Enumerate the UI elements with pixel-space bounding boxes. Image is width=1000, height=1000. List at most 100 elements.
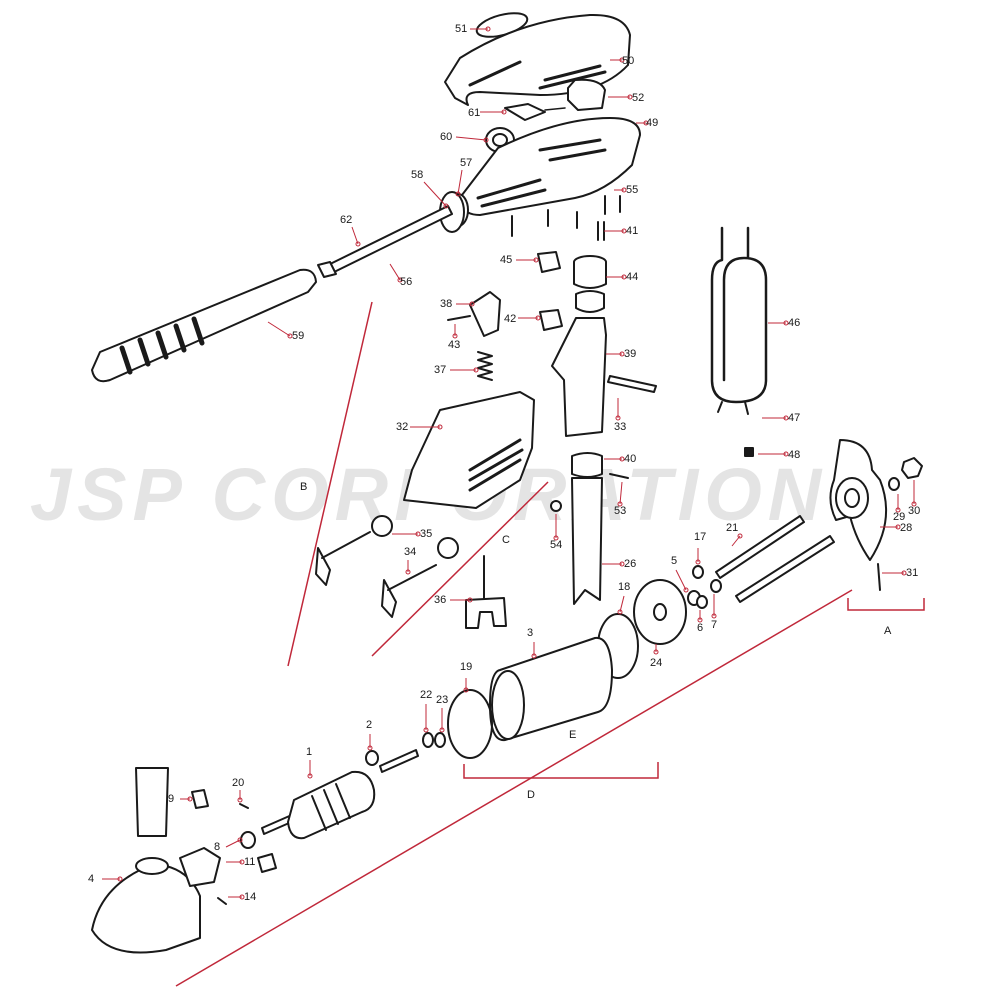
part-lower-shaft-tube	[135, 767, 169, 837]
callout-leader-62	[351, 226, 359, 245]
part-11-brush-plate	[179, 847, 221, 887]
callout-30: 30	[908, 505, 920, 517]
callout-3: 3	[527, 627, 533, 639]
callout-dot-32	[437, 424, 443, 430]
part-31-drive-pin	[877, 563, 881, 591]
callout-26: 26	[624, 558, 636, 570]
callout-17: 17	[694, 531, 706, 543]
part-48-fuse	[744, 447, 754, 457]
callout-33: 33	[614, 421, 626, 433]
part-41-pin	[597, 221, 605, 241]
part-38-lever	[469, 291, 501, 337]
part-54-nut	[550, 500, 562, 512]
callout-dot-57	[455, 191, 461, 197]
callout-dot-11	[239, 859, 245, 865]
callout-48: 48	[788, 449, 800, 461]
callout-21: 21	[726, 522, 738, 534]
callout-11: 11	[244, 856, 255, 868]
part-rear-bolt	[735, 535, 835, 603]
callout-24: 24	[650, 657, 662, 669]
part-32-bracket-ribs	[468, 438, 524, 492]
callout-7: 7	[711, 619, 717, 631]
callout-6: 6	[697, 622, 703, 634]
callout-36: 36	[434, 594, 446, 606]
group-e-bracket	[175, 589, 853, 987]
callout-leader-58	[423, 181, 447, 207]
part-26-shaft	[571, 477, 603, 605]
callout-39: 39	[624, 348, 636, 360]
callout-dot-36	[467, 597, 473, 603]
callout-dot-9	[187, 796, 193, 802]
callout-1: 1	[306, 746, 312, 758]
part-53-pin	[609, 473, 629, 479]
callout-dot-5	[683, 587, 689, 593]
part-23-washer	[434, 732, 446, 748]
part-11-clip	[257, 853, 277, 873]
callout-dot-52	[627, 94, 633, 100]
callout-42: 42	[504, 313, 516, 325]
callout-dot-40	[619, 456, 625, 462]
callout-dot-1	[307, 773, 313, 779]
part-50-cover-slots	[468, 60, 607, 90]
callout-dot-24	[653, 649, 659, 655]
callout-dot-53	[617, 501, 623, 507]
part-56-bushing	[317, 261, 337, 278]
part-bushing	[575, 290, 605, 313]
part-36-clamp	[465, 597, 507, 629]
callout-29: 29	[893, 511, 905, 523]
callout-dot-8	[237, 837, 243, 843]
callout-40: 40	[624, 453, 636, 465]
part-21-through-bolt	[715, 515, 805, 579]
group-d-bracket	[463, 762, 659, 779]
callout-37: 37	[434, 364, 446, 376]
callout-dot-29	[895, 507, 901, 513]
callout-23: 23	[436, 694, 448, 706]
group-label-c: C	[502, 534, 510, 546]
part-45-knob	[537, 251, 561, 273]
callout-dot-20	[237, 797, 243, 803]
callout-dot-37	[473, 367, 479, 373]
group-a-bracket	[847, 598, 925, 611]
part-28-propeller-bore	[844, 488, 860, 508]
part-59-tiller-grip	[91, 268, 317, 383]
callout-dot-17	[695, 559, 701, 565]
callout-dot-28	[895, 524, 901, 530]
part-49-housing-ribs	[476, 138, 607, 208]
part-47-terminal	[717, 401, 749, 415]
part-35-knob-a	[371, 515, 393, 537]
part-24-end-bell-hub	[653, 603, 667, 621]
callout-35: 35	[420, 528, 432, 540]
callout-dot-45	[533, 257, 539, 263]
callout-43: 43	[448, 339, 460, 351]
part-9-brush-holder	[191, 789, 209, 809]
callout-45: 45	[500, 254, 512, 266]
callout-59: 59	[292, 330, 304, 342]
callout-dot-34	[405, 569, 411, 575]
callout-dot-48	[783, 451, 789, 457]
part-32-mounting-bracket	[403, 391, 535, 509]
part-8-brush	[240, 831, 256, 849]
callout-44: 44	[626, 271, 638, 283]
callout-dot-50	[619, 57, 625, 63]
part-19-oring	[447, 689, 493, 759]
callout-leader-59	[267, 321, 291, 337]
callout-dot-19	[463, 687, 469, 693]
part-22-washer	[422, 732, 434, 748]
callout-dot-44	[621, 274, 627, 280]
part-40-collar	[571, 452, 603, 478]
part-37-spring	[477, 351, 493, 381]
part-44-sleeve	[573, 261, 607, 289]
callout-leader-18	[619, 595, 625, 613]
callout-53: 53	[614, 505, 626, 517]
callout-dot-30	[911, 501, 917, 507]
part-2-bearing	[365, 750, 379, 766]
callout-56: 56	[400, 276, 412, 288]
callout-9: 9	[168, 793, 174, 805]
callout-dot-41	[621, 228, 627, 234]
callout-dot-3	[531, 653, 537, 659]
part-34-thumb-screw-a	[315, 531, 371, 586]
callout-14: 14	[244, 891, 256, 903]
callout-2: 2	[366, 719, 372, 731]
callout-38: 38	[440, 298, 452, 310]
part-42-knob	[539, 309, 563, 331]
